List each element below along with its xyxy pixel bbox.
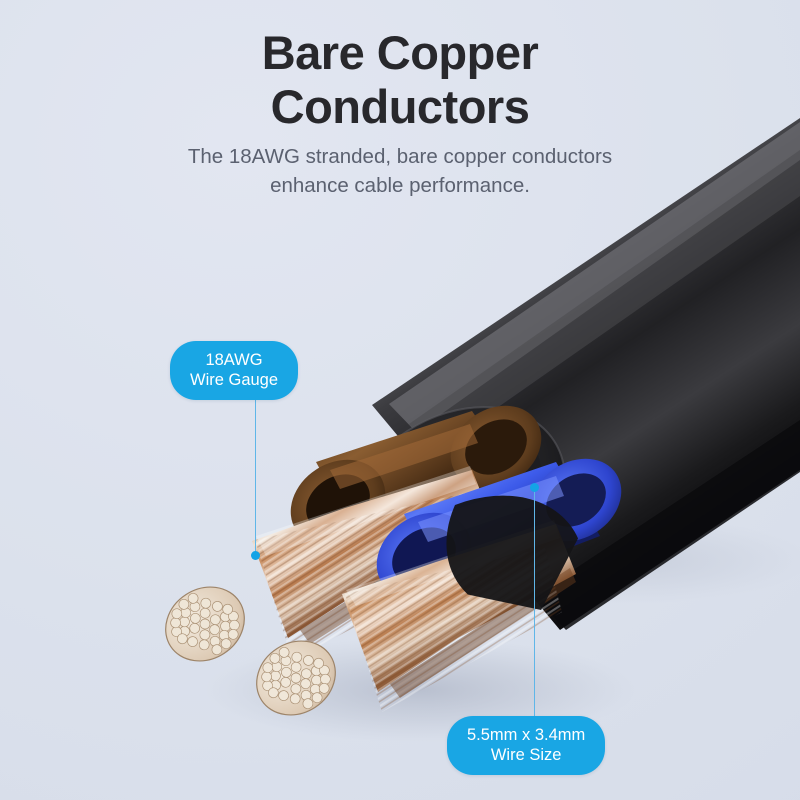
callout-wire-size-line-2: Wire Size bbox=[490, 746, 562, 764]
subtitle-line-2: enhance cable performance. bbox=[270, 174, 530, 197]
callout-wire-gauge-line-2: Wire Gauge bbox=[190, 371, 279, 389]
anchor-dot-wire-gauge bbox=[251, 551, 260, 560]
jacket-front-lip bbox=[446, 495, 579, 611]
leader-line-wire-size bbox=[534, 487, 535, 719]
page-subtitle: The 18AWG stranded, bare copper conducto… bbox=[0, 142, 800, 200]
callout-wire-size-line-1: 5.5mm x 3.4mm bbox=[467, 726, 586, 744]
copper-end-face-blue bbox=[256, 640, 336, 716]
anchor-dot-wire-size bbox=[530, 483, 539, 492]
callout-wire-size[interactable]: 5.5mm x 3.4mm Wire Size bbox=[447, 716, 606, 775]
subtitle-line-1: The 18AWG stranded, bare copper conducto… bbox=[187, 145, 613, 168]
callout-wire-gauge[interactable]: 18AWG Wire Gauge bbox=[170, 341, 299, 400]
callout-wire-gauge-line-1: 18AWG bbox=[205, 351, 263, 369]
leader-line-wire-gauge bbox=[255, 388, 256, 556]
copper-end-face-brown bbox=[165, 586, 245, 662]
